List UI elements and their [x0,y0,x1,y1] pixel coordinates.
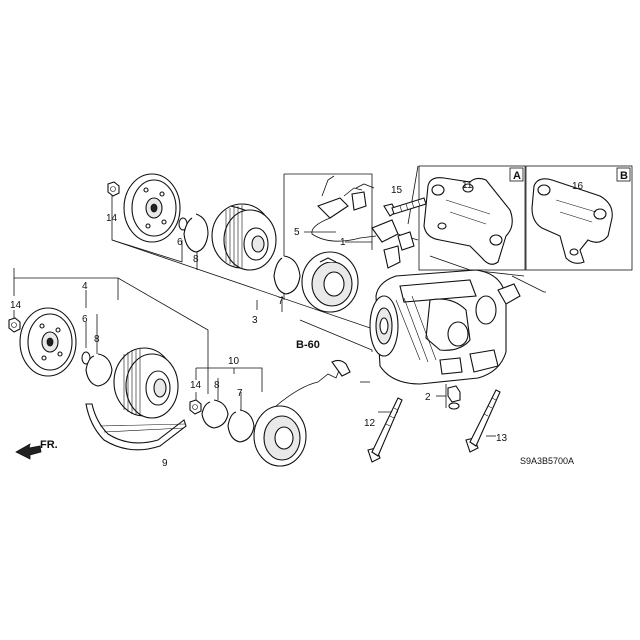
pulley-upper [211,203,277,271]
callout-10: 10 [228,356,240,367]
snap-ring-7-upper [273,255,301,295]
shim-6-lower [81,351,91,365]
reference-label-b60: B-60 [296,339,320,351]
callout-4: 4 [82,281,88,292]
callout-13: 13 [496,433,508,444]
callout-8-group10: 8 [214,380,220,391]
callout-8-upper: 8 [193,254,199,265]
callout-9: 9 [162,458,168,469]
drive-belt [85,403,187,451]
bolt-13 [465,389,501,453]
nut-14-lower-left [8,317,21,333]
pulley-lower [113,347,179,419]
compressor [369,269,521,385]
nut-14-upper [107,181,120,197]
clutch-front-plate-upper [123,173,181,243]
front-direction-arrow: FR. [15,439,58,460]
callout-12: 12 [364,418,376,429]
snap-ring-8-upper [183,213,209,253]
callout-15: 15 [391,185,403,196]
callout-5: 5 [294,227,300,238]
inset-a-label: A [513,170,521,182]
snap-ring-8-lower-left [85,353,113,387]
inset-b: B [525,165,633,271]
bolt-15 [383,197,427,217]
callout-16: 16 [572,181,584,192]
diagram-code: S9A3B5700A [520,456,574,466]
callout-14-upper: 14 [106,213,118,224]
direction-label: FR. [40,439,58,451]
callout-6-upper: 6 [177,237,183,248]
callout-14-group10: 14 [190,380,202,391]
field-coil-upper [301,251,359,313]
callout-14-left: 14 [10,300,22,311]
callout-6-lower: 6 [82,314,88,325]
callout-numbers: 14 6 8 7 3 4 14 6 8 9 10 14 8 7 5 1 15 2… [10,185,508,469]
snap-ring-7-group10 [227,409,255,443]
callout-8-lower: 8 [94,334,100,345]
nut-14-lower-right [189,399,202,415]
thermal-protector-harness [311,175,415,269]
callout-11: 11 [462,180,473,191]
callout-7-group10: 7 [237,388,243,399]
field-coil-lower [253,359,351,467]
clutch-front-plate-lower [19,307,77,377]
callout-2: 2 [425,392,431,403]
inset-b-label: B [620,170,628,182]
callout-3: 3 [252,315,258,326]
callout-7-upper: 7 [278,296,284,307]
washer-2 [447,385,461,410]
inset-a: A [418,165,526,271]
bolt-12 [367,397,403,463]
callout-1: 1 [340,237,346,248]
snap-ring-8-group10 [201,399,229,429]
